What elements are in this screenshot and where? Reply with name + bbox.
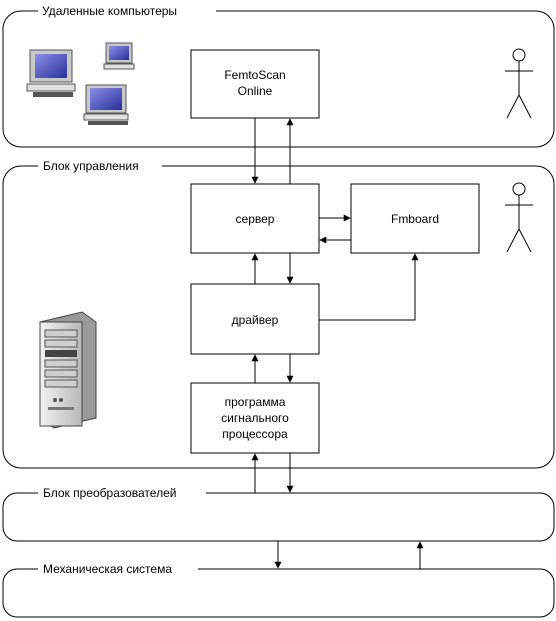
femtoscan-online-box: FemtoScan Online (190, 49, 320, 119)
driver-label: драйвер (232, 313, 279, 327)
dsp-label-line-1: программа (225, 395, 286, 409)
server-label: сервер (236, 212, 275, 226)
user-stick-figure-icon (505, 48, 533, 119)
group-mechanical-system: Механическая система (2, 561, 555, 618)
group-remote-computers: Удаленные компьютеры (2, 3, 555, 148)
group-label-converters: Блок преобразователей (43, 486, 176, 500)
dsp-label-line-2: сигнального (221, 411, 289, 425)
femtoscan-label-line-2: Online (238, 84, 273, 98)
driver-box: драйвер (190, 283, 320, 355)
desktop-computer-icon (26, 42, 135, 125)
connector-arrows (251, 118, 424, 569)
group-label-control: Блок управления (43, 159, 139, 173)
user-stick-figure-icon (505, 182, 533, 253)
arrow-driver-to-fmboard (319, 253, 419, 321)
group-label-remote: Удаленные компьютеры (42, 4, 177, 18)
group-label-mechanical: Механическая система (43, 562, 172, 576)
fmboard-label: Fmboard (391, 212, 439, 226)
dsp-program-box: программа сигнального процессора (190, 382, 320, 454)
group-control-block: Блок управления (2, 158, 555, 469)
server-box: сервер (190, 183, 320, 254)
dsp-label-line-3: процессора (222, 427, 288, 441)
group-converters-block: Блок преобразователей (2, 485, 555, 542)
femtoscan-label-line-1: FemtoScan (224, 68, 285, 82)
server-tower-icon (39, 311, 97, 429)
fmboard-box: Fmboard (350, 183, 480, 254)
